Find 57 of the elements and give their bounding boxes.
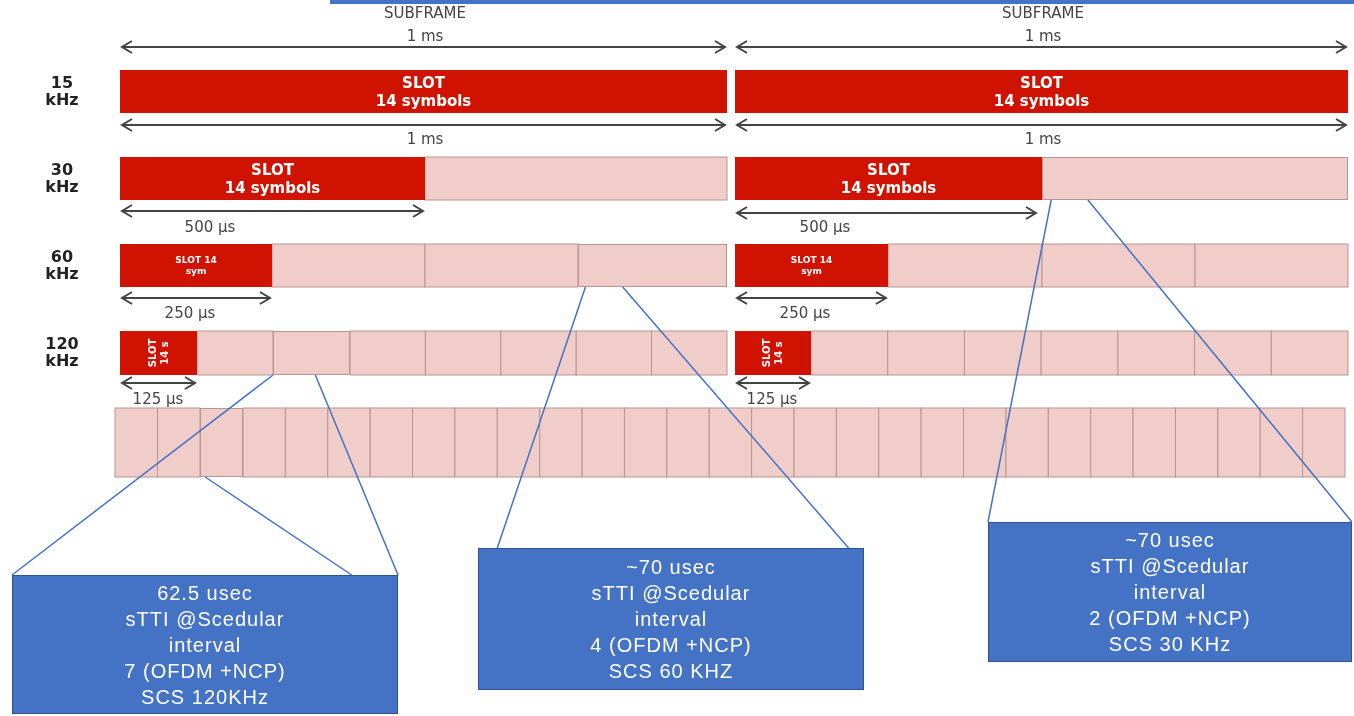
callout-text: 4 (OFDM +NCP): [590, 633, 752, 658]
slot-label: SLOT: [1020, 73, 1063, 92]
callout-text: 2 (OFDM +NCP): [1089, 606, 1251, 631]
row-label: 15 kHz: [44, 74, 80, 108]
row-label: 60 kHz: [44, 248, 80, 282]
callout-text: sTTI @Scedular interval: [124, 606, 286, 658]
leader-line: [204, 476, 353, 576]
slot-label: 14 symbols: [840, 178, 937, 197]
callout-box: [12, 575, 398, 714]
callout-box: [478, 548, 864, 690]
dimension-label: 250 µs: [778, 305, 832, 322]
dimension-label: SUBFRAME: [1001, 5, 1085, 22]
empty-slot: [200, 408, 243, 477]
slot-block: [735, 331, 811, 375]
slot-label: SLOT 14 s: [146, 337, 171, 370]
slot-label: SLOT: [402, 73, 445, 92]
slot-label: 14 symbols: [993, 91, 1090, 110]
dimension-label: 125 µs: [131, 391, 185, 408]
row-label: 30 kHz: [44, 161, 80, 195]
leader-line: [621, 286, 850, 549]
leader-line: [496, 286, 587, 549]
slot-block: [735, 244, 888, 287]
dimension-label: 1 ms: [405, 131, 445, 148]
slot-block: [120, 157, 425, 200]
slot-label: SLOT 14 sym: [174, 254, 218, 277]
slot-block: [120, 331, 197, 375]
slot-label: SLOT 14 sym: [789, 254, 834, 277]
duration-text: ~70 usec: [626, 555, 716, 580]
dimension-label: 1 ms: [1023, 131, 1063, 148]
callout-text: 7 (OFDM +NCP): [124, 658, 286, 684]
dimension-label: 250 µs: [163, 305, 217, 322]
slot-label: 14 symbols: [375, 91, 472, 110]
callout-box: [988, 522, 1352, 662]
callout-text: sTTI @Scedular interval: [1089, 554, 1251, 605]
dimension-label: SUBFRAME: [383, 5, 467, 22]
callout-text: SCS 60 KHZ: [608, 659, 734, 684]
leader-line: [1087, 199, 1353, 523]
duration-text: ~70 usec: [1125, 528, 1215, 553]
slot-block: [120, 244, 272, 287]
slot-label: SLOT: [867, 160, 910, 179]
dimension-label: 1 ms: [405, 28, 445, 45]
row-label: 120 kHz: [44, 335, 80, 369]
dimension-label: 1 ms: [1023, 28, 1063, 45]
dimension-label: 125 µs: [745, 391, 799, 408]
slot-block: [735, 70, 1348, 113]
slot-block: [735, 157, 1042, 200]
slot-label: 14 symbols: [224, 178, 321, 197]
leader-line: [11, 374, 274, 576]
callout-text: SCS 30 KHz: [1108, 632, 1232, 657]
callout-text: SCS 120KHz: [141, 684, 269, 710]
callout-text: sTTI @Scedular interval: [590, 581, 752, 632]
slot-block: [120, 70, 727, 113]
duration-text: 62.5 usec: [157, 580, 253, 606]
dimension-label: 500 µs: [798, 219, 852, 236]
slot-label: SLOT 14 s: [761, 337, 785, 370]
dimension-label: 500 µs: [183, 219, 237, 236]
slot-label: SLOT: [251, 160, 294, 179]
